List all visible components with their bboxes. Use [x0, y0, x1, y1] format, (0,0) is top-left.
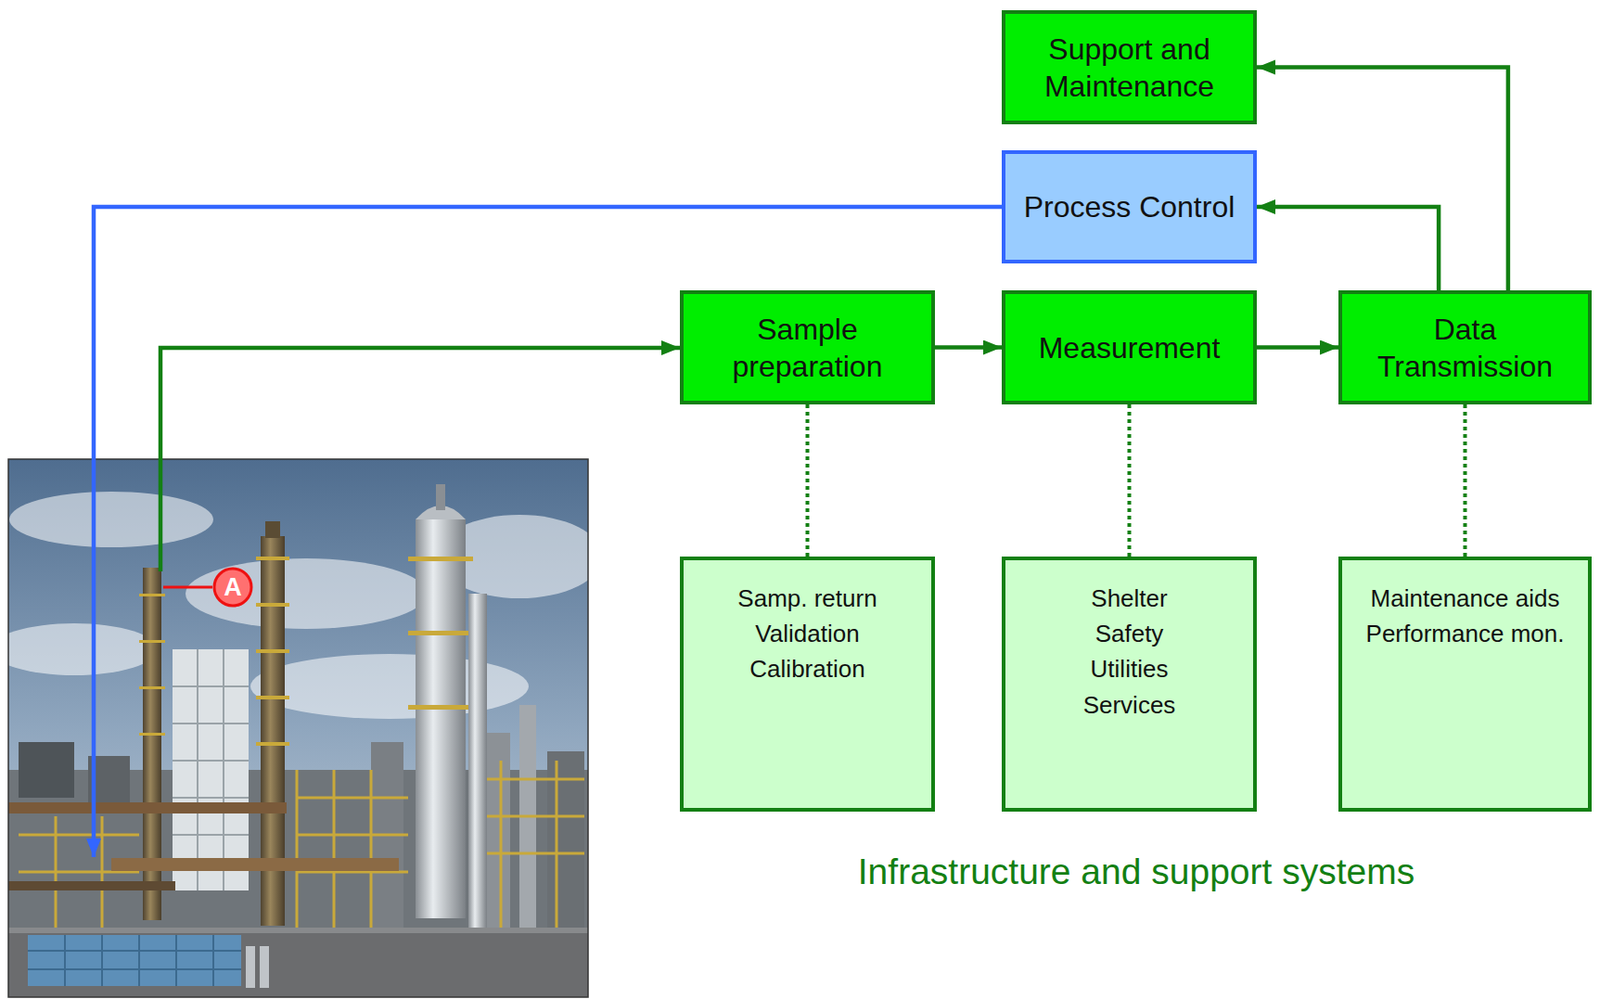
control-box: Process Control [1001, 150, 1257, 264]
box-text: Utilities [1090, 651, 1169, 687]
process-box: Sample preparation [679, 290, 935, 405]
ground [8, 927, 589, 998]
control-line [93, 206, 1002, 858]
box-text: Performance mon. [1366, 615, 1565, 652]
background-plant [371, 742, 404, 937]
distillation-column [468, 593, 487, 928]
distillation-column [408, 556, 474, 562]
box-text: Safety [1095, 615, 1165, 652]
flow-arrow [1256, 67, 1509, 292]
box-text: Data Transmission [1358, 310, 1572, 385]
dotted-link [1463, 404, 1468, 557]
box-text: Support and Maintenance [1022, 30, 1237, 105]
tower [256, 742, 290, 746]
sample-line [160, 347, 680, 572]
box-text: Sample preparation [700, 310, 915, 385]
steel-structure [473, 760, 585, 928]
flow-arrow [1256, 206, 1439, 291]
box-text: Maintenance aids [1370, 580, 1561, 616]
fence [27, 934, 269, 988]
box-text: Calibration [749, 651, 865, 687]
pipe [8, 802, 287, 814]
pipe [111, 857, 399, 871]
support-box: Support and Maintenance [1001, 10, 1257, 125]
furnace [172, 649, 249, 891]
stack [139, 732, 166, 736]
distillation-column [408, 484, 487, 928]
steel-structure [18, 760, 585, 928]
tower [256, 649, 290, 653]
stack [139, 640, 166, 643]
callout-letter: A [223, 575, 243, 601]
pipe [8, 881, 176, 891]
dotted-link [1127, 404, 1132, 557]
box-text: Measurement [1038, 329, 1221, 367]
support-system-box: Samp. returnValidationCalibration [679, 556, 935, 812]
ground [8, 927, 589, 934]
tower [256, 695, 290, 700]
fence [27, 934, 242, 986]
fence [245, 946, 256, 988]
pipe [8, 802, 399, 891]
box-text: Shelter [1090, 580, 1167, 616]
steel-structure [18, 816, 140, 928]
furnace [172, 649, 249, 891]
stack [139, 686, 166, 690]
cloud [9, 491, 214, 548]
distillation-column [408, 704, 474, 710]
leader-line [163, 586, 213, 589]
process-box: Measurement [1001, 290, 1257, 405]
distillation-column [435, 484, 446, 511]
tower [265, 521, 281, 538]
steel-structure [296, 769, 409, 928]
cloud [8, 623, 158, 676]
distillation-column [415, 519, 466, 919]
flow-arrow [934, 345, 1002, 350]
distillation-column [408, 630, 474, 636]
background-plant [519, 704, 537, 937]
fence [27, 934, 242, 986]
stack [139, 593, 166, 597]
tower [256, 556, 290, 561]
section-label: Infrastructure and support systems [742, 851, 1531, 893]
cloud [185, 558, 427, 629]
box-text: Process Control [1024, 188, 1236, 226]
support-system-box: ShelterSafetyUtilitiesServices [1001, 556, 1257, 812]
process-box: Data Transmission [1338, 290, 1592, 405]
flow-arrow [1256, 345, 1339, 350]
furnace [172, 649, 249, 891]
support-system-box: Maintenance aidsPerformance mon. [1338, 556, 1592, 812]
dotted-link [806, 404, 810, 557]
background-plant [18, 742, 75, 798]
box-text: Samp. return [737, 580, 877, 616]
fence [259, 946, 269, 988]
tower [256, 602, 290, 607]
callout-circle: A [212, 566, 254, 608]
box-text: Services [1083, 687, 1177, 723]
callout-circle-shape [214, 568, 252, 606]
box-text: Validation [755, 615, 859, 652]
